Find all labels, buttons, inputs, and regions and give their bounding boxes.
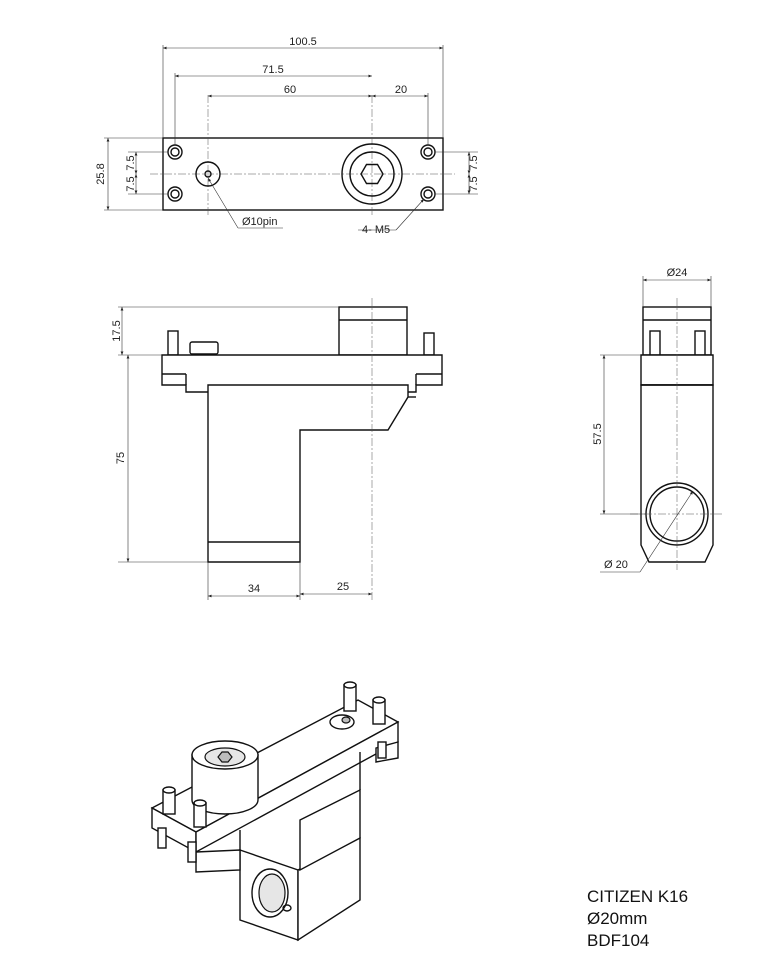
dim-body-height: 75 bbox=[115, 452, 127, 464]
dim-hole-dia: Ø 20 bbox=[604, 559, 628, 571]
iso-plate-top bbox=[150, 699, 400, 833]
dim-overall-length: 100.5 bbox=[289, 36, 317, 48]
dim-flange: 17.5 bbox=[111, 320, 123, 341]
dim-left-upper: 7.5 bbox=[125, 155, 137, 170]
label-pin: Ø10pin bbox=[242, 216, 277, 228]
dim-right-lower: 7.5 bbox=[468, 176, 480, 191]
dim-left-lower: 7.5 bbox=[125, 176, 137, 191]
title-part-number: BDF104 bbox=[587, 931, 649, 950]
bushing-head bbox=[338, 306, 408, 356]
body bbox=[207, 384, 409, 563]
iso-pin bbox=[193, 799, 207, 828]
front-view: 17.5 75 34 25 bbox=[111, 298, 443, 600]
locating-pin bbox=[195, 161, 221, 187]
dim-right-upper: 7.5 bbox=[468, 155, 480, 170]
dim-hole-span: 71.5 bbox=[262, 64, 283, 76]
top-view: 100.5 71.5 60 20 25.8 7.5 7.5 7.5 7.5 Ø1… bbox=[95, 36, 480, 236]
title-model: CITIZEN K16 bbox=[587, 887, 688, 906]
pin-head bbox=[189, 341, 219, 355]
iso-pin bbox=[343, 681, 357, 712]
isometric-view bbox=[150, 681, 400, 942]
bore-with-socket-screw bbox=[341, 143, 403, 205]
iso-pin bbox=[372, 696, 386, 725]
dim-bore-to-hole: 20 bbox=[395, 84, 407, 96]
iso-pin bbox=[162, 786, 176, 815]
title-diameter: Ø20mm bbox=[587, 909, 647, 928]
dim-base-width: 34 bbox=[248, 583, 260, 595]
dim-plate-height: 25.8 bbox=[95, 163, 107, 184]
title-block: CITIZEN K16 Ø20mm BDF104 bbox=[587, 887, 688, 950]
label-screws: 4- M5 bbox=[362, 224, 390, 236]
iso-locating-pin bbox=[329, 714, 355, 730]
iso-bore bbox=[251, 868, 289, 918]
side-view: Ø24 57.5 Ø 20 bbox=[592, 267, 722, 573]
pin-right bbox=[423, 332, 435, 356]
dim-offset: 25 bbox=[337, 581, 349, 593]
dim-center-height: 57.5 bbox=[592, 423, 604, 444]
pin-left bbox=[167, 330, 179, 356]
dim-bore-dia: Ø24 bbox=[667, 267, 688, 279]
dim-pin-to-bore: 60 bbox=[284, 84, 296, 96]
